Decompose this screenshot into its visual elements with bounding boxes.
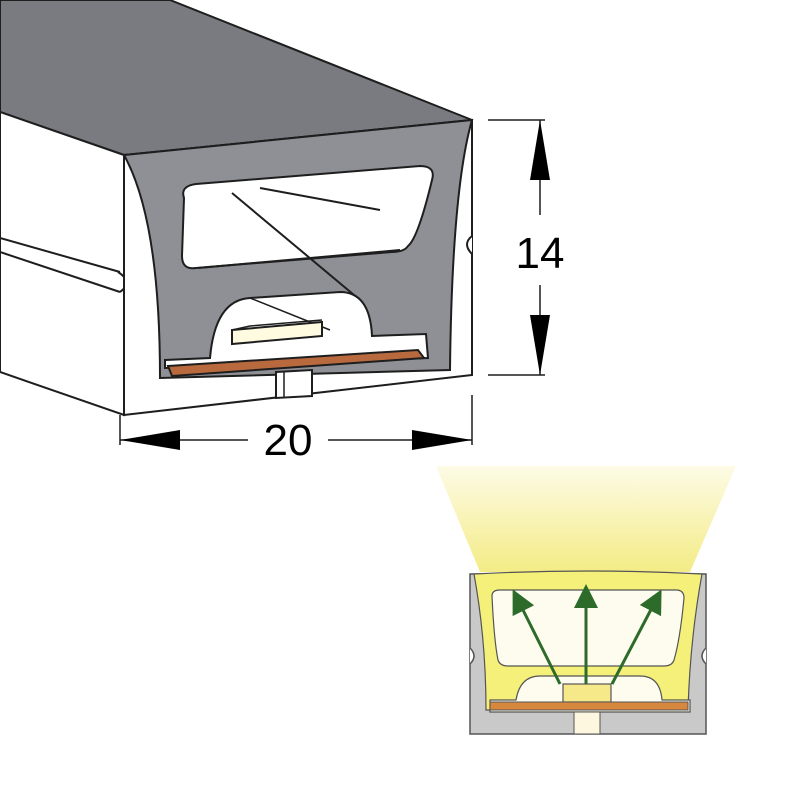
- arrow-up-icon: [530, 120, 550, 180]
- cross-section-led: [562, 683, 612, 703]
- profile-foot: [275, 368, 313, 400]
- arrow-right-icon: [412, 430, 472, 450]
- profile-side-groove: [0, 237, 121, 293]
- arrow-down-icon: [530, 315, 550, 375]
- cross-section-foot: [573, 711, 601, 735]
- led-chip: [231, 320, 323, 346]
- pcb-strip: [166, 348, 426, 378]
- width-label: 20: [264, 416, 313, 465]
- light-beam: [436, 466, 736, 572]
- arrow-left-icon: [120, 430, 180, 450]
- light-cross-section: [436, 466, 736, 735]
- profile-left-side: [0, 110, 125, 417]
- light-direction-arrows-icon: [512, 584, 662, 685]
- height-label: 14: [516, 229, 565, 278]
- width-dimension: 20: [119, 395, 473, 465]
- profile-upper-window: [180, 164, 434, 270]
- isometric-profile: [0, 0, 474, 417]
- height-dimension: 14: [488, 119, 565, 376]
- cross-section-pcb: [489, 701, 689, 711]
